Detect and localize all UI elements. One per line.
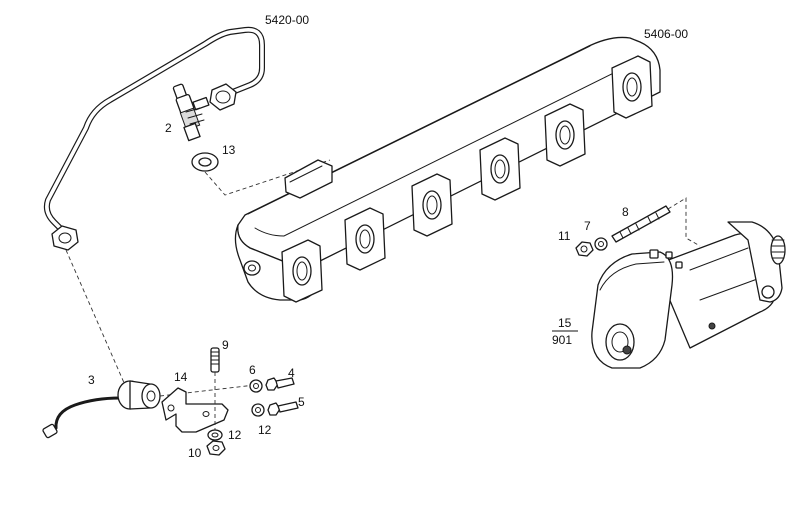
injector-pipe [43, 26, 265, 251]
nut-part-11 [575, 241, 594, 257]
starter-fraction-ref: 15 901 [552, 316, 578, 347]
callout-4: 4 [288, 366, 295, 380]
fraction-numerator: 15 [558, 316, 572, 330]
callout-12-right: 12 [258, 423, 272, 437]
sensor-part-3 [42, 380, 161, 439]
washer-part-12-lower [207, 429, 223, 441]
callout-5: 5 [298, 395, 305, 409]
manifold-end-boss [243, 260, 261, 276]
washer-part-6 [249, 379, 263, 393]
callout-13: 13 [222, 143, 236, 157]
manifold-flange-1 [281, 239, 323, 303]
washer-part-12-upper [251, 403, 265, 417]
callout-10: 10 [188, 446, 202, 460]
callout-12-bottom: 12 [228, 428, 242, 442]
bolt-part-5 [267, 401, 299, 416]
assembly-label-exhaust-manifold: 5406-00 [644, 27, 688, 41]
injector-part-2 [172, 83, 210, 142]
nut-part-10 [206, 440, 226, 456]
manifold-flange-2 [344, 207, 386, 271]
starter-motor [591, 221, 786, 369]
stud-part-8 [611, 205, 671, 243]
washer-part-13 [191, 152, 219, 172]
callout-8: 8 [622, 205, 629, 219]
pipe-union-nut-bottom [51, 225, 79, 251]
manifold-flange-3 [411, 173, 453, 237]
manifold-flange-6 [611, 55, 653, 119]
fraction-denominator: 901 [552, 333, 572, 347]
callout-3: 3 [88, 373, 95, 387]
starter-pinion [770, 235, 786, 265]
manifold-flange-5 [544, 103, 586, 167]
callout-14: 14 [174, 370, 188, 384]
exhaust-manifold [234, 36, 661, 303]
bracket-part-14 [161, 387, 229, 433]
callout-6: 6 [249, 363, 256, 377]
assembly-label-injector-pipe: 5420-00 [265, 13, 309, 27]
callout-11: 11 [558, 229, 571, 243]
manifold-top-boss [284, 159, 333, 199]
callout-7: 7 [584, 219, 591, 233]
callout-2: 2 [165, 121, 172, 135]
bolt-part-4 [265, 377, 295, 391]
callout-9: 9 [222, 338, 229, 352]
washer-part-7 [594, 237, 608, 251]
stud-part-9 [210, 347, 220, 373]
starter-terminals [649, 249, 683, 269]
pipe-union-nut-top [209, 83, 237, 111]
manifold-flange-4 [479, 137, 521, 201]
